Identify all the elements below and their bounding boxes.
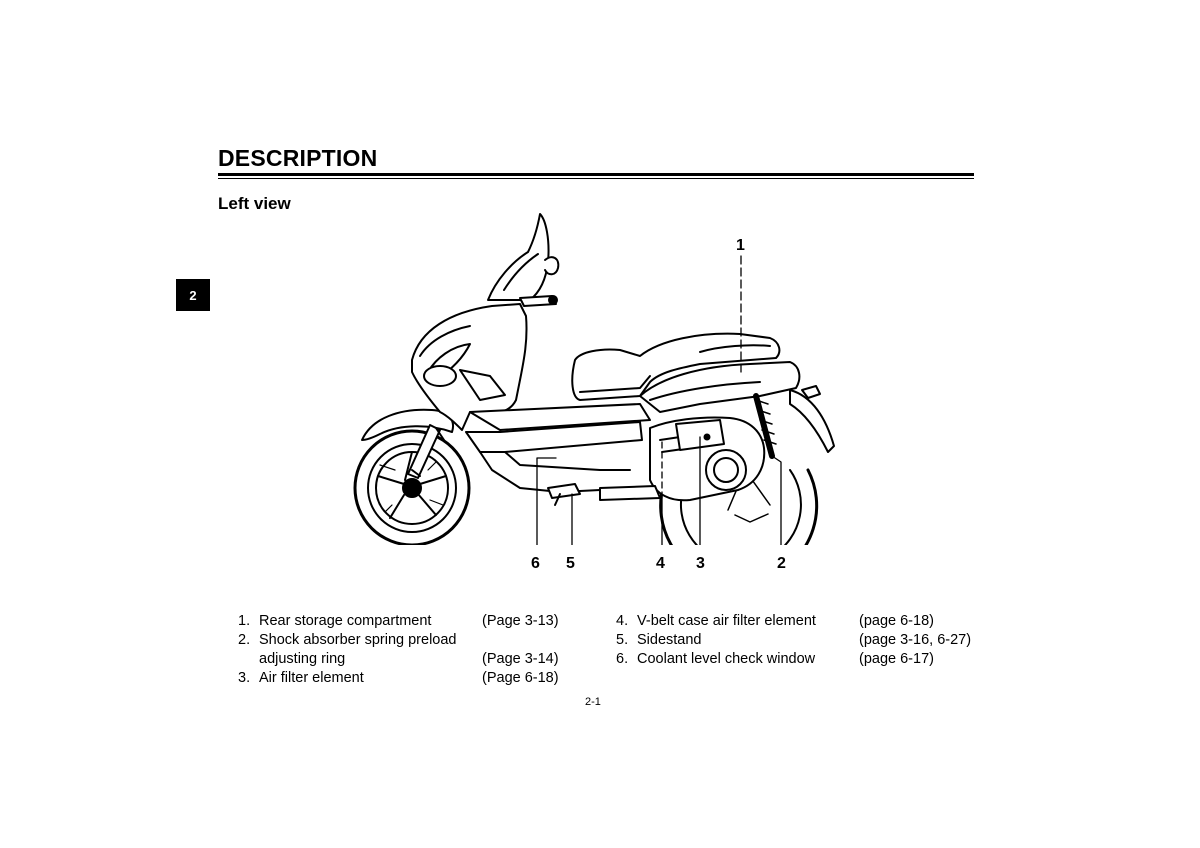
legend-label: V-belt case air filter element [637, 613, 816, 629]
windscreen [487, 213, 550, 301]
legend-number: 6. [616, 651, 629, 667]
seat [571, 332, 781, 401]
legend-page-ref: (Page 6-18) [482, 670, 559, 686]
callout-6: 6 [531, 555, 540, 572]
legend-label: Shock absorber spring preload [259, 632, 457, 648]
front-fender [361, 408, 454, 441]
legend-number: 4. [616, 613, 629, 629]
rear-shock [753, 393, 775, 459]
legend-label: adjusting ring [259, 651, 346, 667]
rear-fender [789, 389, 835, 453]
legend-label: Coolant level check window [637, 651, 816, 667]
title-rule-thick [218, 173, 974, 176]
legend-page-ref: (page 6-18) [859, 613, 934, 629]
page-title: DESCRIPTION [218, 145, 378, 171]
leader-6 [536, 457, 557, 545]
legend-label: Sidestand [637, 632, 702, 648]
title-rule-thin [218, 178, 974, 179]
front-wheel [353, 429, 471, 545]
callout-4: 4 [656, 555, 665, 572]
callout-1: 1 [736, 237, 745, 254]
rear-cowl [639, 361, 801, 413]
scooter-left-view-illustration [353, 213, 835, 545]
callout-5: 5 [566, 555, 575, 572]
legend-number: 2. [238, 632, 251, 648]
legend-page-ref: (Page 3-14) [482, 651, 559, 667]
callout-2: 2 [777, 555, 786, 572]
air-filter [675, 419, 725, 451]
legend-label: Air filter element [259, 670, 364, 686]
section-subtitle: Left view [218, 194, 291, 213]
floor-board [469, 403, 651, 431]
legend-page-ref: (page 6-17) [859, 651, 934, 667]
legend-label: Rear storage compartment [259, 613, 432, 629]
sidestand [547, 483, 581, 499]
leader-2 [771, 455, 782, 545]
chapter-tab: 2 [176, 279, 210, 311]
page-number: 2-1 [585, 696, 601, 708]
legend-page-ref: (Page 3-13) [482, 613, 559, 629]
callout-3: 3 [696, 555, 705, 572]
front-body [411, 303, 528, 431]
legend-number: 3. [238, 670, 251, 686]
legend-number: 1. [238, 613, 251, 629]
legend-page-ref: (page 3-16, 6-27) [859, 632, 972, 648]
legend-number: 5. [616, 632, 629, 648]
